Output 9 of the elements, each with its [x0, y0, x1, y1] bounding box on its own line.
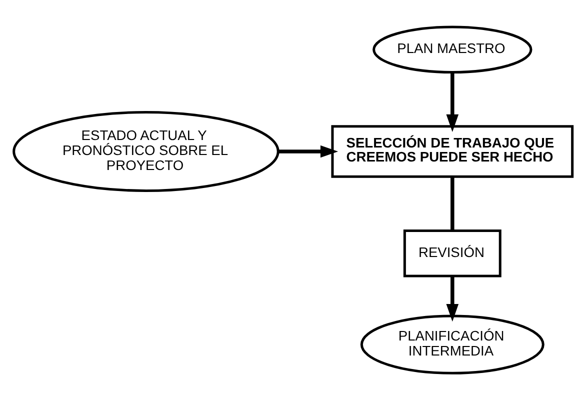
node-ellipse: PLAN MAESTRO	[372, 26, 532, 74]
connector	[450, 176, 454, 231]
node-box: REVISIÓN	[403, 230, 502, 278]
arrow	[446, 72, 459, 132]
node-ellipse: PLANIFICACIÓN INTERMEDIA	[360, 314, 544, 374]
arrow	[446, 276, 459, 322]
node-ellipse: ESTADO ACTUAL Y PRONÓSTICO SOBRE EL PROYECTO	[12, 111, 280, 192]
node-box: SELECCIÓN DE TRABAJO QUE CREEMOS PUEDE SER HECHO	[331, 125, 574, 178]
arrow	[278, 145, 338, 158]
